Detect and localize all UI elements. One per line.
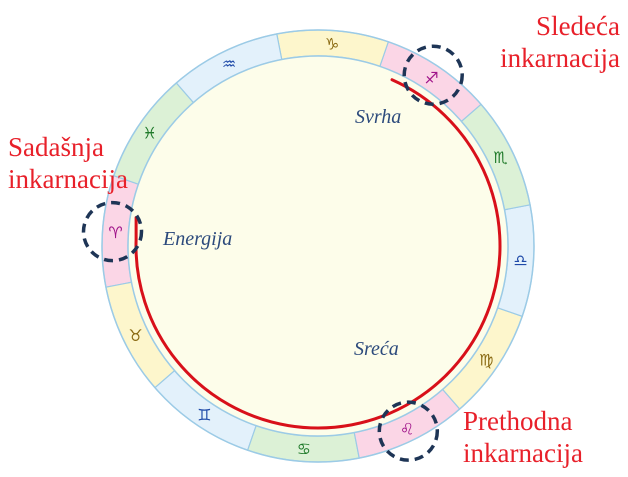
leo-icon: ♌ bbox=[400, 419, 414, 438]
label-energy: Energija bbox=[163, 228, 232, 251]
virgo-icon: ♍ bbox=[479, 351, 493, 370]
aries-icon: ♈ bbox=[108, 223, 122, 242]
label-current-line2: inkarnacija bbox=[8, 163, 158, 195]
label-previous-incarnation: Prethodna inkarnacija bbox=[463, 405, 623, 469]
taurus-icon: ♉ bbox=[128, 326, 142, 345]
gemini-icon: ♊ bbox=[197, 405, 211, 424]
sagittarius-icon: ♐ bbox=[424, 69, 438, 88]
label-next-incarnation: Sledeća inkarnacija bbox=[480, 10, 620, 74]
label-current-incarnation: Sadašnja inkarnacija bbox=[8, 131, 158, 195]
label-current-line1: Sadašnja bbox=[8, 131, 158, 163]
scorpio-icon: ♏ bbox=[493, 148, 507, 167]
capricorn-icon: ♑ bbox=[325, 34, 339, 53]
libra-icon: ♎ bbox=[513, 251, 527, 270]
label-next-line2: inkarnacija bbox=[480, 42, 620, 74]
label-purpose: Svrha bbox=[355, 106, 401, 129]
label-next-line1: Sledeća bbox=[480, 10, 620, 42]
label-luck: Sreća bbox=[354, 338, 399, 361]
label-previous-line2: inkarnacija bbox=[463, 437, 623, 469]
aquarius-icon: ♒ bbox=[222, 55, 236, 74]
label-previous-line1: Prethodna bbox=[463, 405, 623, 437]
cancer-icon: ♋ bbox=[297, 440, 311, 459]
